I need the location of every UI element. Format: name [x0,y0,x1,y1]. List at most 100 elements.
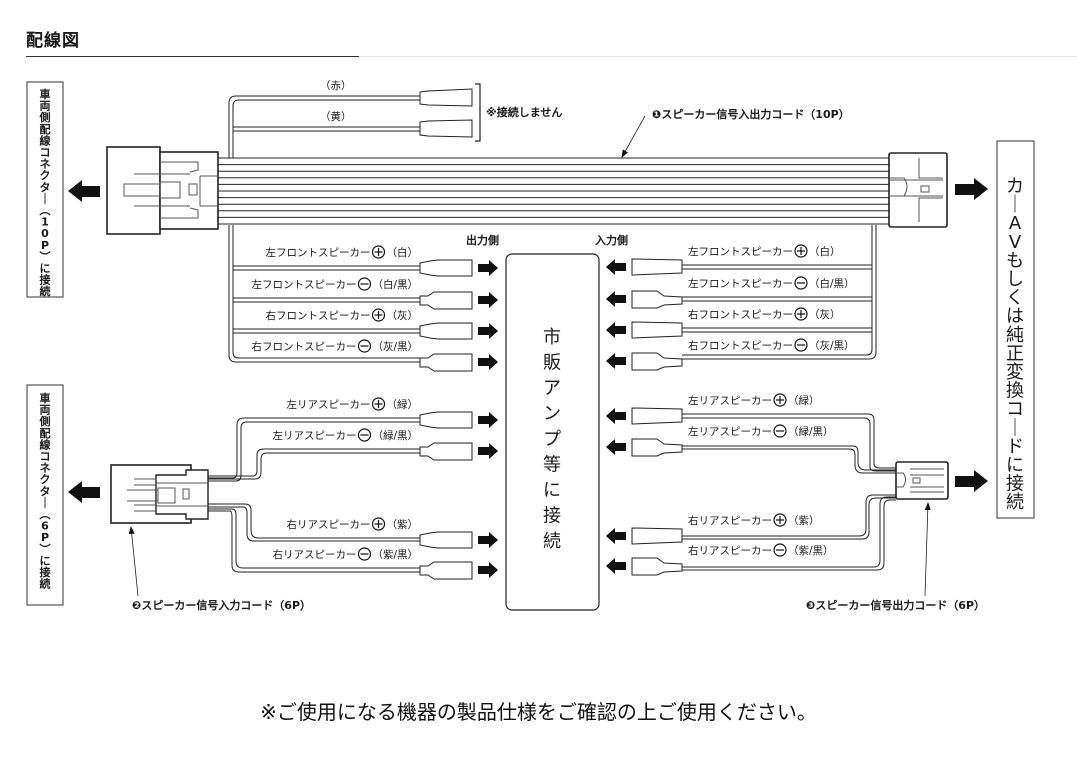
amp-label: 市販アンプ等に接続 [543,327,561,552]
minus-circle-icon [773,424,787,438]
wire-label: 左リアスピーカー（緑） [688,394,820,407]
input-side-header: 入力側 [595,233,628,247]
arrow-left-6p [68,481,100,503]
wire-label: 右フロントスピーカー（灰） [688,308,841,321]
wire-label: 右フロントスピーカー（灰/黒） [688,339,855,352]
cord3-label: ❸スピーカー信号出力コード（6P） [806,598,985,612]
plus-circle-icon [371,397,386,411]
plug-terminal [631,438,683,457]
cord3-leader [924,502,931,597]
plus-circle-icon [794,244,808,258]
wire-label: 左フロントスピーカー（白/黒） [688,277,855,290]
wire-label: 右リアスピーカー（紫） [287,518,419,531]
wire-label: 左リアスピーカー（緑/黒） [688,425,834,438]
rear-input-wire: 左リアスピーカー（緑） [606,393,820,425]
unused-note: ※接続しません [486,105,562,119]
arrow-right-icon [478,562,498,578]
rear-input-wire: 左リアスピーカー（緑/黒） [606,424,834,457]
front-input-wire: 右フロントスピーカー（灰） [606,307,872,339]
plug-terminal [419,291,473,310]
rear-input-wires: 左リアスピーカー（緑） 左リアスピーカー（緑/黒） 右リアスピーカー（紫） 右リアスピ… [606,393,834,576]
plug-terminal [419,353,473,372]
amp-box: 市販アンプ等に接続 [505,253,600,611]
cord3-wires [682,413,896,571]
plug-terminal [631,527,683,545]
arrow-left-icon [606,439,626,455]
front-output-wire: 左フロントスピーカー（白/黒） [233,277,498,310]
title-divider [26,56,359,57]
title-divider-light [359,56,1077,57]
plug-terminal [419,531,473,549]
plug-terminal [419,259,473,277]
minus-circle-icon [794,338,808,352]
plus-circle-icon [773,513,787,527]
wire-label: 右リアスピーカー（紫） [688,514,820,527]
wire-label: 右リアスピーカー（紫/黒） [688,544,834,557]
cord1-bundle [218,157,891,225]
wire-label: 左リアスピーカー（緑/黒） [272,429,418,442]
front-input-wire: 左フロントスピーカー（白/黒） [606,276,872,309]
wire-label: 左リアスピーカー（緑） [287,398,419,411]
front-output-wire: 右フロントスピーカー（灰/黒） [251,339,498,372]
page-title: 配線図 [26,31,80,51]
arrow-right-6p [955,470,988,492]
minus-circle-icon [357,428,372,442]
arrow-right-icon [478,323,498,339]
rear-output-wire: 右リアスピーカー（紫/黒） [272,547,498,580]
plus-circle-icon [371,308,386,322]
arrow-left-icon [606,259,626,275]
arrow-right-icon [478,412,498,428]
plug-terminal [419,322,473,340]
plug-terminal [631,290,683,309]
wire-label: 左フロントスピーカー（白） [688,245,841,258]
plug-terminal [419,442,473,461]
rear-input-wire: 右リアスピーカー（紫） [606,513,820,545]
arrow-left-icon [606,528,626,544]
rear-output-wire: 左リアスピーカー（緑） [287,397,498,429]
minus-circle-icon [794,276,808,290]
plus-circle-icon [371,517,386,531]
plug-terminal [419,561,473,580]
minus-circle-icon [357,277,372,291]
plus-circle-icon [371,245,386,259]
arrow-left-icon [606,291,626,307]
connector-6p-right [895,461,949,500]
connector-10p-right [888,152,948,228]
plus-circle-icon [773,393,787,407]
arrow-right-icon [478,443,498,459]
front-input-wires: 左フロントスピーカー（白） 左フロントスピーカー（白/黒） 右フロントスピーカー（灰… [606,225,877,371]
front-output-wires: 左フロントスピーカー（白） 左フロントスピーカー（白/黒） 右フロントスピーカー（灰… [228,225,498,372]
arrow-right-icon [478,292,498,308]
front-output-wire: 右フロントスピーカー（灰） [233,308,498,340]
arrow-left-icon [606,353,626,369]
arrow-right-icon [478,354,498,370]
arrow-left-10p [68,180,100,202]
minus-circle-icon [773,543,787,557]
rear-output-wire: 右リアスピーカー（紫） [287,517,498,549]
arrow-left-icon [606,322,626,338]
connector-6p-left [110,464,209,524]
footer-note: ※ご使用になる機器の製品仕様をご確認の上ご使用ください。 [260,700,817,724]
plug-terminal [419,411,473,429]
plus-circle-icon [794,307,808,321]
cord1-leader [621,115,646,158]
arrow-left-icon [606,408,626,424]
front-input-wire: 左フロントスピーカー（白） [606,244,872,276]
cord2-wires [208,417,420,573]
wire-label: 左フロントスピーカー（白） [266,246,419,259]
plug-terminal [631,258,683,276]
unused-yellow-label: （黄） [320,110,352,123]
rear-output-wire: 左リアスピーカー（緑/黒） [272,428,498,461]
front-input-wire: 右フロントスピーカー（灰/黒） [606,338,855,371]
plug-terminal [631,407,683,425]
plug-terminal [631,321,683,339]
arrow-right-icon [478,260,498,276]
wire-label: 左フロントスピーカー（白/黒） [251,278,418,291]
unused-red-label: （赤） [320,80,352,92]
rear-output-wires: 左リアスピーカー（緑） 左リアスピーカー（緑/黒） 右リアスピーカー（紫） 右リアスピ… [272,397,498,580]
rear-input-wire: 右リアスピーカー（紫/黒） [606,543,834,576]
